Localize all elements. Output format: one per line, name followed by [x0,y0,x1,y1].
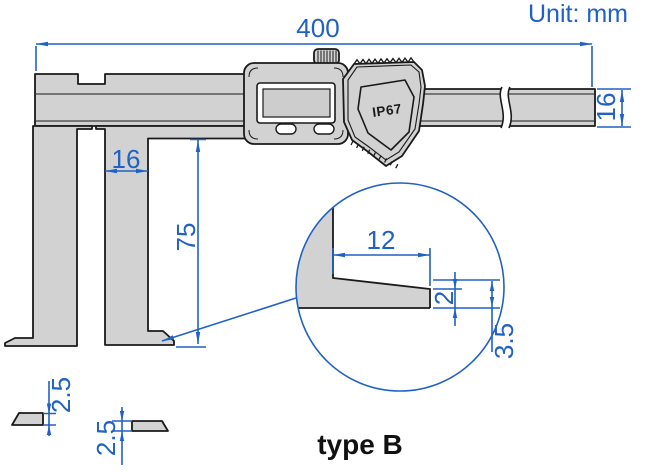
jaw-reach-dimension: 75 [171,138,206,348]
shield-bottom-serration-icon [350,140,399,169]
overall-length-dimension: 400 [35,13,593,87]
jaw-width-label: 16 [112,144,141,174]
detail-view [295,182,505,392]
left-tip-thickness-label: 2.5 [46,377,76,413]
digital-display-unit: IP67 [243,48,426,169]
right-tip-thickness-label: 2.5 [91,420,121,456]
detail-tip-thickness-label: 2 [429,291,459,305]
detail-flat-length-label: 12 [367,225,396,255]
thumb-roller-ribs [317,50,337,63]
detail-flat-length-dimension: 12 [332,225,431,286]
right-tip-shape [131,420,169,432]
right-tip-section: 2.5 [91,407,169,465]
left-tip-shape [11,412,44,426]
button-right [313,123,335,135]
protection-rating-label: IP67 [371,101,403,120]
break-symbol-icon [499,86,513,129]
detail-tip-height-dimension: 3.5 [433,279,519,359]
beam-height-label: 16 [591,93,621,122]
unit-note: Unit: mm [528,0,628,28]
fixed-jaw [4,125,93,347]
beam-height-dimension: 16 [591,88,631,128]
display-corner-marks [248,67,344,140]
jaw-reach-label: 75 [171,223,201,252]
shield-inner-line [347,64,422,161]
jaw-width-dimension: 16 [105,144,148,174]
variant-caption: type B [317,429,403,460]
button-left [275,123,297,135]
detail-tip-thickness-dimension: 2 [429,272,462,326]
lcd-screen [262,88,331,118]
left-tip-section: 2.5 [11,377,76,436]
overall-length-label: 400 [296,13,339,43]
detail-leader-arrow-icon [162,335,175,341]
detail-circle [295,182,505,392]
detail-tip-height-label: 3.5 [489,323,519,359]
detail-leader-line [161,297,297,342]
detail-jaw-tip-outline [298,207,431,309]
shield-panel [357,79,415,151]
shield-top-serration-icon [353,56,415,65]
